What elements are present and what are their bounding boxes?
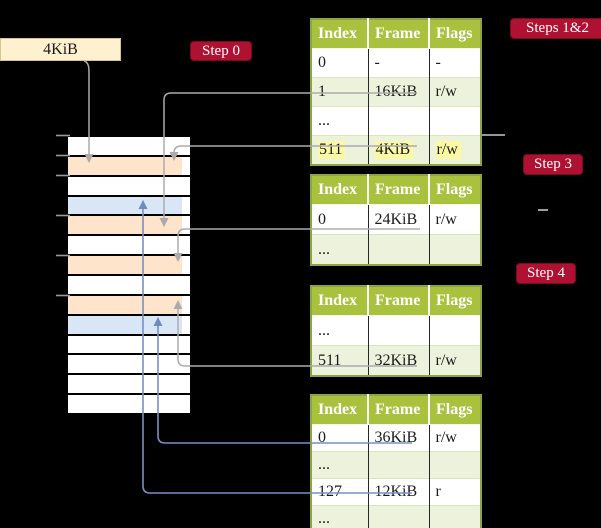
cell-flags: [428, 106, 481, 136]
memory-frame-row-peach: [68, 256, 190, 275]
memory-frame-row-white: [68, 395, 190, 414]
memory-frame-row-blue: [68, 315, 190, 334]
highlighted-value: 511: [318, 141, 346, 159]
cell-flags: r: [428, 478, 481, 506]
cell-frame: [367, 505, 429, 528]
badge-step-0-text: Step 0: [202, 42, 240, 59]
page-table-level4: Index Frame Flags 0 36KiB r/w ... 127: [310, 394, 482, 528]
table-row-highlighted: 511 4KiB r/w: [311, 135, 481, 165]
table-row: 0 36KiB r/w: [311, 424, 481, 452]
cell-index: ...: [311, 106, 368, 136]
cell-frame: 4KiB: [367, 135, 429, 165]
cell-frame: 12KiB: [367, 478, 429, 506]
col-header-index: Index: [311, 19, 368, 49]
table-row: 511 32KiB r/w: [311, 345, 481, 376]
col-header-index: Index: [311, 395, 368, 425]
cell-index: ...: [311, 234, 368, 265]
cell-flags: r/w: [428, 424, 481, 452]
table-header-row: Index Frame Flags: [311, 395, 481, 425]
frame-size-label-text: 4KiB: [43, 40, 78, 58]
cell-index: 511: [311, 135, 368, 165]
memory-frame-row-white: [68, 375, 190, 394]
cell-frame: [367, 234, 429, 265]
table-header-row: Index Frame Flags: [311, 175, 481, 205]
badge-steps-1-2: Steps 1&2: [510, 18, 601, 39]
badge-step-3: Step 3: [523, 154, 583, 175]
memory-stack: [68, 137, 190, 414]
table-row: 127 12KiB r: [311, 478, 481, 506]
memory-frame-row-white: [68, 276, 190, 294]
cell-index: 511: [311, 345, 368, 376]
cell-index: ...: [311, 451, 368, 479]
cell-flags: r/w: [428, 345, 481, 376]
memory-frame-row-white: [68, 236, 190, 255]
memory-frame-row-white: [68, 335, 190, 354]
badge-step-3-text: Step 3: [534, 156, 572, 172]
cell-index: 0: [318, 54, 326, 71]
cell-flags: [428, 451, 481, 479]
col-header-flags: Flags: [428, 286, 481, 316]
cell-frame: 16KiB: [367, 77, 429, 107]
memory-frame-row-peach: [68, 156, 190, 175]
memory-frame-row-white: [68, 176, 190, 195]
memory-frame-row-blue: [68, 196, 190, 215]
col-header-flags: Flags: [428, 19, 481, 49]
memory-frame-row-white: [68, 137, 190, 155]
badge-step-4: Step 4: [516, 263, 576, 284]
cell-flags: [428, 505, 481, 528]
col-header-flags: Flags: [428, 175, 481, 205]
memory-frame-row-white: [68, 355, 190, 374]
badge-steps-1-2-text: Steps 1&2: [526, 20, 589, 36]
table-row: ...: [311, 315, 481, 346]
memory-frame-row-peach: [68, 216, 190, 235]
table-row: ...: [311, 505, 481, 528]
memory-frame-row-peach: [68, 295, 190, 314]
highlighted-value: r/w: [435, 141, 461, 159]
col-header-frame: Frame: [367, 175, 429, 205]
cell-frame: 36KiB: [367, 424, 429, 452]
cell-flags: r/w: [428, 204, 481, 235]
cell-flags: r/w: [428, 135, 481, 165]
table-row: ...: [311, 234, 481, 265]
cell-index: ...: [318, 321, 330, 339]
cell-frame: 24KiB: [367, 204, 429, 235]
cell-frame: [367, 451, 429, 479]
cell-frame: [367, 315, 429, 346]
col-header-index: Index: [311, 286, 368, 316]
table-row: 0 24KiB r/w: [311, 204, 481, 235]
cell-index: 127: [311, 478, 368, 506]
cell-frame: 32KiB: [367, 345, 429, 376]
col-header-index: Index: [311, 175, 368, 205]
cell-index: 1: [311, 77, 368, 107]
page-table-level3: Index Frame Flags ... 511 32KiB r/w: [310, 285, 482, 377]
table-row: 1 16KiB r/w: [311, 77, 481, 107]
badge-step-0: Step 0: [190, 41, 252, 61]
table-header-row: Index Frame Flags: [311, 286, 481, 316]
page-table-root: Index Frame Flags 0 - - 1 16KiB r/w ...: [310, 18, 482, 166]
badge-step-4-text: Step 4: [527, 265, 565, 281]
highlighted-value: 4KiB: [374, 141, 414, 159]
cell-frame: -: [367, 48, 429, 78]
cell-index: 0: [318, 210, 326, 228]
table-row: ...: [311, 451, 481, 479]
col-header-flags: Flags: [428, 395, 481, 425]
table-header-row: Index Frame Flags: [311, 19, 481, 49]
cell-flags: [428, 234, 481, 265]
col-header-frame: Frame: [367, 286, 429, 316]
cell-index: ...: [311, 505, 368, 528]
cell-index: 0: [318, 429, 326, 446]
table-row: 0 - -: [311, 48, 481, 78]
frame-size-label: 4KiB: [0, 38, 121, 61]
table-row: ...: [311, 106, 481, 136]
cell-flags: -: [428, 48, 481, 78]
col-header-frame: Frame: [367, 395, 429, 425]
page-table-level2: Index Frame Flags 0 24KiB r/w ...: [310, 174, 482, 266]
cell-flags: [428, 315, 481, 346]
cell-flags: r/w: [428, 77, 481, 107]
cell-frame: [367, 106, 429, 136]
col-header-frame: Frame: [367, 19, 429, 49]
